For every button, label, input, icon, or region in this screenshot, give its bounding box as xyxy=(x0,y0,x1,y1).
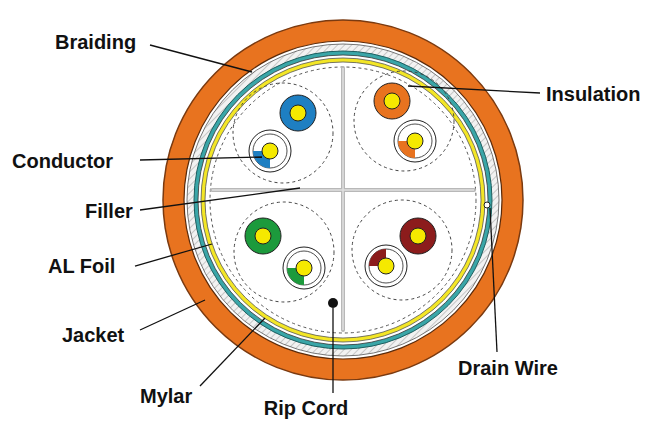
drain-wire xyxy=(484,202,490,208)
mylar xyxy=(201,58,485,342)
twisted-pair-white xyxy=(249,120,436,289)
part-label: Drain Wire xyxy=(458,358,558,378)
part-label: Mylar xyxy=(140,386,192,406)
twisted-pair-colored xyxy=(245,83,436,254)
al-foil xyxy=(194,51,492,349)
part-label: Conductor xyxy=(12,151,113,171)
rip-cord xyxy=(328,298,338,308)
filler xyxy=(212,68,474,330)
conductor xyxy=(255,93,426,276)
part-label: Filler xyxy=(85,201,133,221)
part-label: Braiding xyxy=(55,32,136,52)
part-label: Jacket xyxy=(62,325,124,345)
leader-lines xyxy=(135,45,540,393)
braiding xyxy=(187,44,499,356)
part-label: Rip Cord xyxy=(264,398,348,418)
part-label: Insulation xyxy=(546,84,640,104)
part-label: AL Foil xyxy=(48,256,115,276)
